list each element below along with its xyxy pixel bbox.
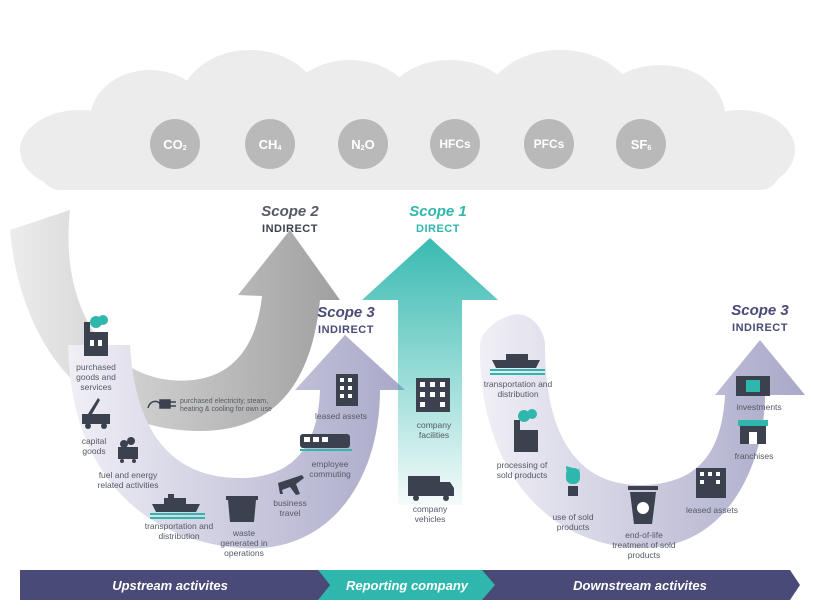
label-waste: waste generated in operations bbox=[220, 528, 268, 558]
light-bulb-icon bbox=[566, 466, 580, 496]
cargo-ship-icon bbox=[150, 494, 205, 519]
label-investments: investments bbox=[736, 402, 782, 412]
scope3-downstream-title: Scope 3 bbox=[731, 302, 789, 319]
truck-crane-icon bbox=[82, 398, 110, 429]
scope2-title: Scope 2 bbox=[261, 203, 319, 220]
cloud-band bbox=[20, 50, 795, 190]
scope1-subtitle: DIRECT bbox=[416, 223, 460, 235]
label-franchises: franchises bbox=[734, 451, 774, 461]
gas-hfcs: HFCs bbox=[430, 119, 480, 169]
money-icon bbox=[736, 376, 770, 396]
scope3-downstream-subtitle: INDIRECT bbox=[732, 322, 788, 334]
bar-downstream-label: Downstream activites bbox=[573, 578, 707, 593]
plug-icon bbox=[147, 399, 176, 409]
gas-pfcs: PFCs bbox=[524, 119, 574, 169]
factory-icon bbox=[84, 315, 108, 356]
company-building-icon bbox=[416, 378, 450, 412]
label-business-travel: business travel bbox=[273, 498, 307, 518]
delivery-truck-icon bbox=[408, 476, 454, 501]
scope3-upstream-arrow bbox=[68, 335, 405, 549]
label-end-of-life: end-of-life treatment of sold products bbox=[612, 530, 676, 560]
label-capital-goods: capital goods bbox=[81, 436, 107, 456]
label-processing: processing of sold products bbox=[496, 460, 548, 480]
label-fuel-energy: fuel and energy related activities bbox=[97, 470, 159, 490]
label-use-of-sold-products: use of sold products bbox=[552, 512, 594, 532]
label-downstream-transport: transportation and distribution bbox=[483, 379, 553, 399]
recycle-bin-icon bbox=[628, 486, 658, 524]
leased-building-icon bbox=[696, 468, 726, 498]
processing-factory-icon bbox=[514, 409, 538, 452]
bar-reporting-label: Reporting company bbox=[345, 578, 469, 593]
dumpster-icon bbox=[226, 496, 258, 522]
label-company-facilities: company facilities bbox=[416, 420, 452, 440]
store-icon bbox=[738, 420, 768, 444]
airplane-icon bbox=[278, 475, 304, 495]
activity-bar bbox=[20, 570, 800, 600]
scope2-subtitle: INDIRECT bbox=[262, 223, 318, 235]
label-company-vehicles: company vehicles bbox=[412, 504, 448, 524]
scope1-title: Scope 1 bbox=[409, 203, 467, 220]
label-upstream-transport: transportation and distribution bbox=[144, 521, 214, 541]
train-icon bbox=[300, 434, 352, 451]
label-purchased-goods: purchased goods and services bbox=[76, 362, 116, 392]
scope3-upstream-subtitle: INDIRECT bbox=[318, 324, 374, 336]
label-scope2-item: purchased electricity, steam, heating & … bbox=[180, 398, 272, 413]
bar-upstream-label: Upstream activites bbox=[112, 578, 228, 593]
scope1-arrow bbox=[362, 238, 498, 505]
scope3-upstream-title: Scope 3 bbox=[317, 304, 375, 321]
office-building-icon bbox=[336, 374, 358, 406]
label-employee-commuting: employee commuting bbox=[309, 459, 351, 479]
label-downstream-leased-assets: leased assets bbox=[686, 505, 738, 515]
label-upstream-leased-assets: leased assets bbox=[315, 411, 367, 421]
ship-icon bbox=[490, 354, 545, 375]
coal-cart-icon bbox=[118, 437, 138, 463]
